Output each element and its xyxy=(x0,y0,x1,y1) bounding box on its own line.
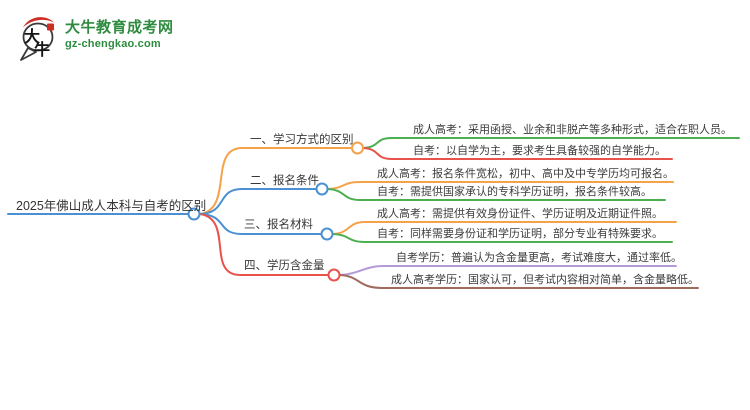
branch-1-child-2-label: 自考：以自学为主，要求考生具备较强的自学能力。 xyxy=(413,145,666,157)
branch-2-edge xyxy=(199,188,317,215)
root-node-toggle[interactable] xyxy=(187,207,201,221)
branch-4-edge xyxy=(199,213,329,276)
logo-bubble xyxy=(22,22,54,52)
logo-red-arc xyxy=(23,17,54,28)
logo-text-block: 大牛教育成考网 gz-chengkao.com xyxy=(65,11,174,51)
branch-2-child-2-label: 自考：需提供国家承认的专科学历证明，报名条件较高。 xyxy=(377,186,652,198)
logo-title: 大牛教育成考网 xyxy=(65,19,174,36)
dainiu-bubble-icon: 大 牛 xyxy=(20,17,54,61)
branch-2-child-1-edge xyxy=(327,181,674,190)
branch-3-label: 三、报名材料 xyxy=(244,219,313,231)
root-node-label: 2025年佛山成人本科与自考的区别 xyxy=(16,199,207,213)
branch-1-child-2-edge xyxy=(362,147,673,160)
site-logo[interactable]: 大 牛 大牛教育成考网 gz-chengkao.com xyxy=(18,11,174,61)
logo-mark-char-2: 牛 xyxy=(34,40,50,59)
branch-2-toggle[interactable] xyxy=(315,182,329,196)
branch-2-child-2-edge xyxy=(327,188,666,201)
branch-3-child-2-edge xyxy=(332,233,673,243)
branch-3-edge xyxy=(199,213,322,235)
branch-4-label: 四、学历含金量 xyxy=(244,260,325,272)
branch-1-toggle[interactable] xyxy=(351,141,364,155)
branch-1-child-1-label: 成人高考：采用函授、业余和非脱产等多种形式，适合在职人员。 xyxy=(413,124,732,136)
logo-mark-char-1: 大 xyxy=(24,27,40,46)
branch-4-child-1-label: 自考学历：普遍认为含金量更高，考试难度大，通过率低。 xyxy=(396,252,682,264)
branch-1-edge xyxy=(199,147,353,215)
branch-4-toggle[interactable] xyxy=(327,268,341,282)
logo-url: gz-chengkao.com xyxy=(65,38,161,50)
branch-3-child-1-label: 成人高考：需提供有效身份证件、学历证明及近期证件照。 xyxy=(377,208,663,220)
branch-1-child-1-edge xyxy=(362,137,740,149)
logo-red-seal xyxy=(47,23,54,31)
branch-3-toggle[interactable] xyxy=(320,227,334,241)
branch-4-child-1-edge xyxy=(339,265,677,276)
branch-2-label: 二、报名条件 xyxy=(250,175,319,187)
branch-1-label: 一、学习方式的区别 xyxy=(250,134,354,146)
branch-4-child-2-label: 成人高考学历：国家认可，但考试内容相对简单，含金量略低。 xyxy=(391,274,699,286)
branch-2-child-1-label: 成人高考：报名条件宽松，初中、高中及中专学历均可报名。 xyxy=(377,168,674,180)
branch-3-child-1-edge xyxy=(332,221,677,235)
branch-3-child-2-label: 自考：同样需要身份证和学历证明，部分专业有特殊要求。 xyxy=(377,228,663,240)
branch-4-child-2-edge xyxy=(339,274,699,289)
